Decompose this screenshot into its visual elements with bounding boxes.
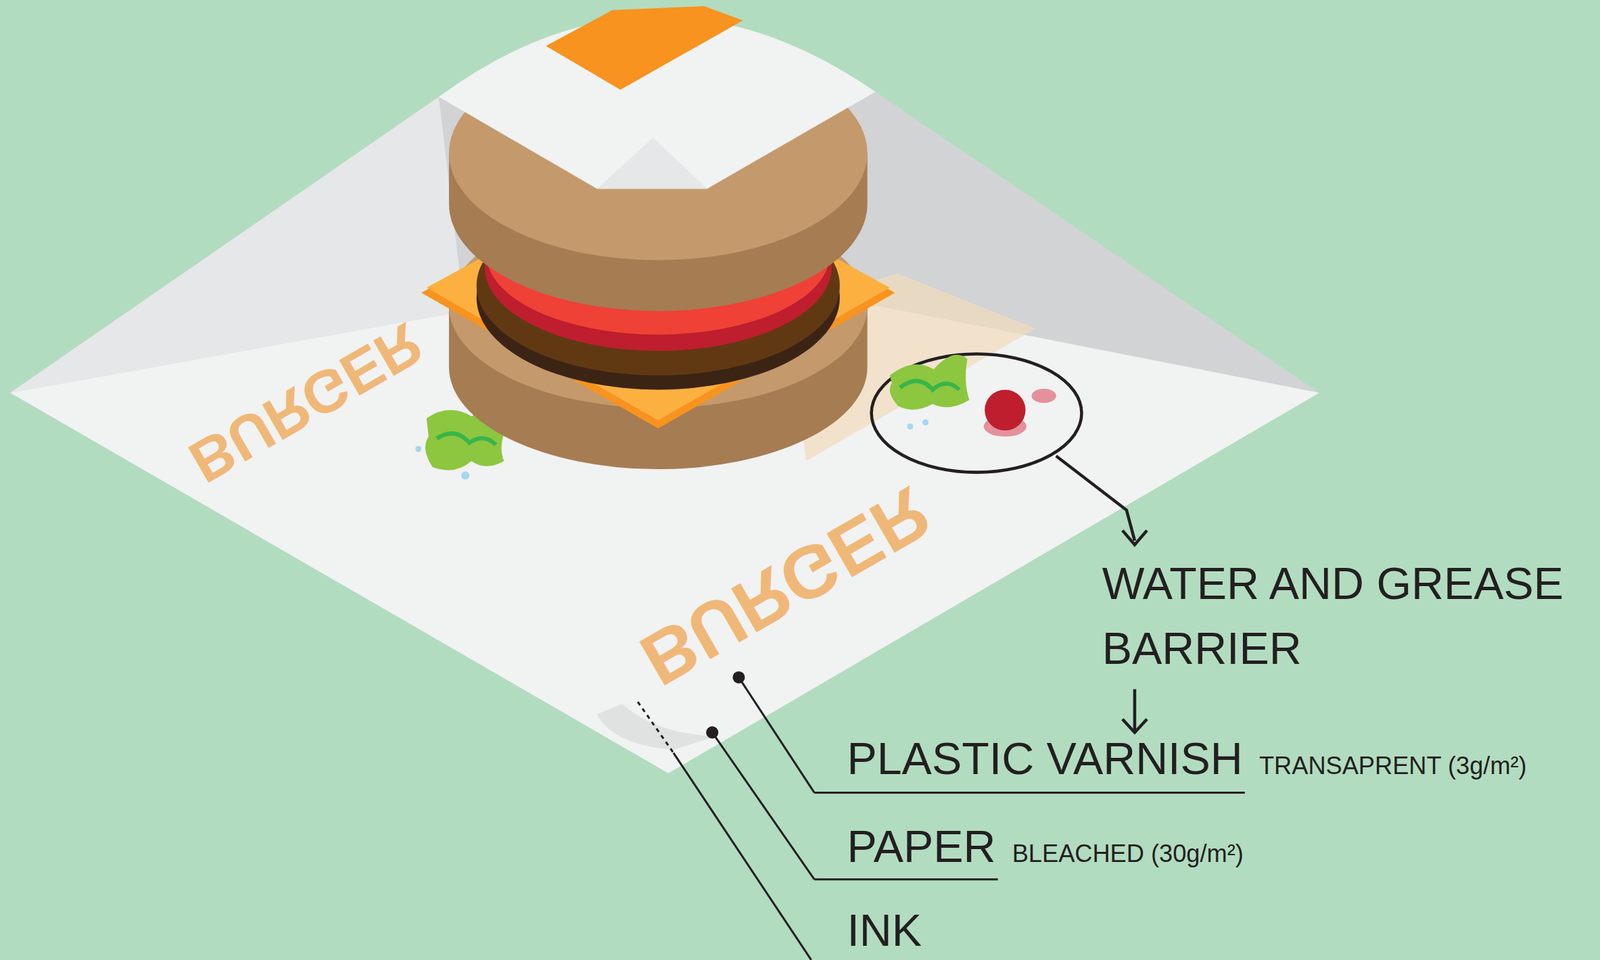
leader-line <box>738 677 815 794</box>
flow-arrow <box>1133 689 1137 733</box>
paper-curl <box>597 703 715 750</box>
layer-name: PLASTIC VARNISH <box>846 736 1243 782</box>
arrow-head <box>1122 719 1147 734</box>
callout-circle <box>871 354 1082 473</box>
label-underline <box>814 878 998 881</box>
layer-spec: BLEACHED (30g/m²) <box>1012 841 1244 867</box>
label-underline <box>814 791 1245 794</box>
callout-leader <box>1056 455 1135 541</box>
layer-name: PAPER <box>846 824 996 869</box>
wrapper-cap <box>438 6 876 189</box>
layer-spec: TRANSAPRENT (3g/m²) <box>1259 754 1527 779</box>
arrow-head <box>1122 530 1147 546</box>
leader-line <box>712 732 815 880</box>
leader-line <box>673 753 812 960</box>
callout-heading: WATER AND GREASE BARRIER <box>1102 551 1596 682</box>
leader-line-dashed <box>637 701 674 753</box>
layer-name: INK <box>846 908 922 953</box>
